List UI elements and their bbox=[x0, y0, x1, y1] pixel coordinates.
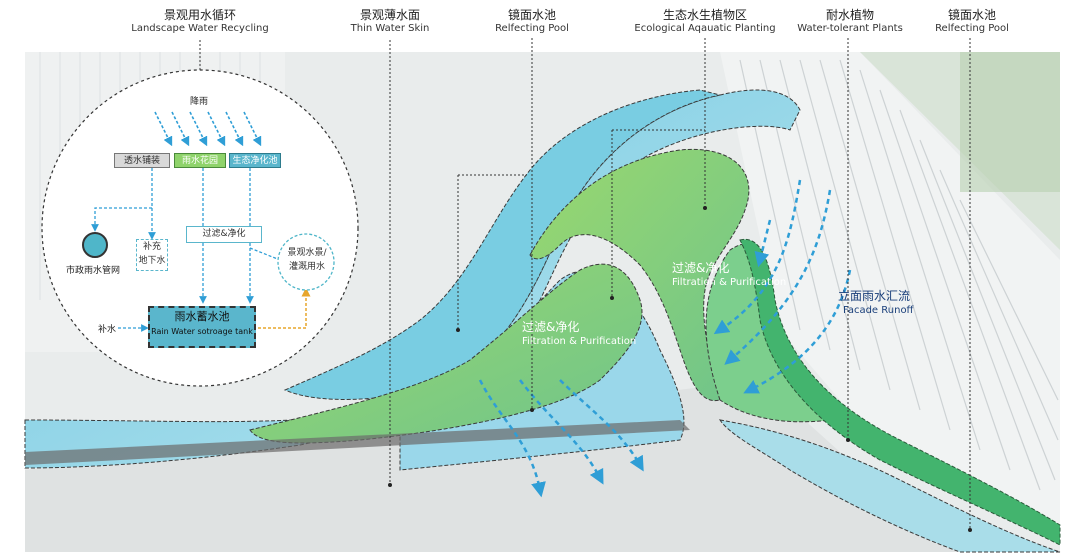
facade-runoff-en: Facade Runoff bbox=[843, 305, 914, 316]
label-landscape-water-en: Landscape Water Recycling bbox=[131, 23, 269, 34]
recharge-line-1: 补充 bbox=[142, 242, 161, 252]
reuse-arrow bbox=[258, 287, 311, 329]
label-eco-planting-cn: 生态水生植物区 bbox=[662, 8, 747, 22]
label-water-tolerant-en: Water-tolerant Plants bbox=[797, 23, 903, 34]
rain-garden-box: 雨水花园 bbox=[174, 153, 226, 168]
rain-arrows bbox=[154, 111, 262, 147]
reuse-circle bbox=[277, 233, 335, 291]
green-strip bbox=[739, 238, 1061, 546]
reuse-line-1: 景观水景/ bbox=[287, 248, 327, 258]
filtration-1-en: Filtration & Purification bbox=[672, 277, 787, 288]
label-thin-water-cn: 景观薄水面 bbox=[359, 8, 420, 22]
leader-lines bbox=[199, 38, 971, 530]
rain-label: 降雨 bbox=[190, 97, 209, 107]
eco-pool-box: 生态净化池 bbox=[229, 153, 281, 168]
tank-cn: 雨水蓄水池 bbox=[174, 310, 230, 323]
filter-box: 过滤&净化 bbox=[186, 226, 262, 243]
filtration-2-cn: 过滤&净化 bbox=[522, 320, 580, 334]
flow-arrows bbox=[478, 179, 852, 498]
label-eco-planting-en: Ecological Aqauatic Planting bbox=[634, 23, 776, 34]
right-facade bbox=[720, 52, 1060, 525]
tank-en: Rain Water sotroage tank bbox=[151, 327, 253, 336]
facade-runoff-cn: 立面雨水汇流 bbox=[838, 289, 911, 303]
reflecting-pool-2 bbox=[718, 419, 1061, 553]
municipal-pipe-icon bbox=[82, 232, 108, 258]
leader-dots bbox=[388, 206, 972, 532]
recharge-line-2: 地下水 bbox=[138, 256, 166, 266]
permeable-paving-box: 透水铺装 bbox=[114, 153, 170, 168]
storage-tank: 雨水蓄水池 Rain Water sotroage tank bbox=[148, 306, 256, 348]
reuse-text: 景观水景/ 灌溉用水 bbox=[282, 246, 332, 278]
label-landscape-water-cn: 景观用水循环 bbox=[163, 8, 236, 22]
label-thin-water-en: Thin Water Skin bbox=[350, 23, 430, 34]
filtration-2-en: Filtration & Purification bbox=[522, 336, 637, 347]
label-mirror-pool-1-en: Relfecting Pool bbox=[495, 23, 569, 34]
reuse-line-2: 灌溉用水 bbox=[288, 262, 325, 272]
municipal-label: 市政雨水管网 bbox=[66, 266, 121, 276]
label-water-tolerant-cn: 耐水植物 bbox=[825, 8, 874, 22]
label-mirror-pool-2-cn: 镜面水池 bbox=[947, 8, 996, 22]
recharge-box: 补充 地下水 bbox=[136, 239, 168, 271]
label-mirror-pool-2-en: Relfecting Pool bbox=[935, 23, 1009, 34]
wall-strip bbox=[25, 420, 690, 465]
label-mirror-pool-1-cn: 镜面水池 bbox=[507, 8, 556, 22]
supply-label: 补水 bbox=[98, 325, 117, 335]
plaza bbox=[25, 380, 980, 552]
filtration-1-cn: 过滤&净化 bbox=[672, 261, 730, 275]
